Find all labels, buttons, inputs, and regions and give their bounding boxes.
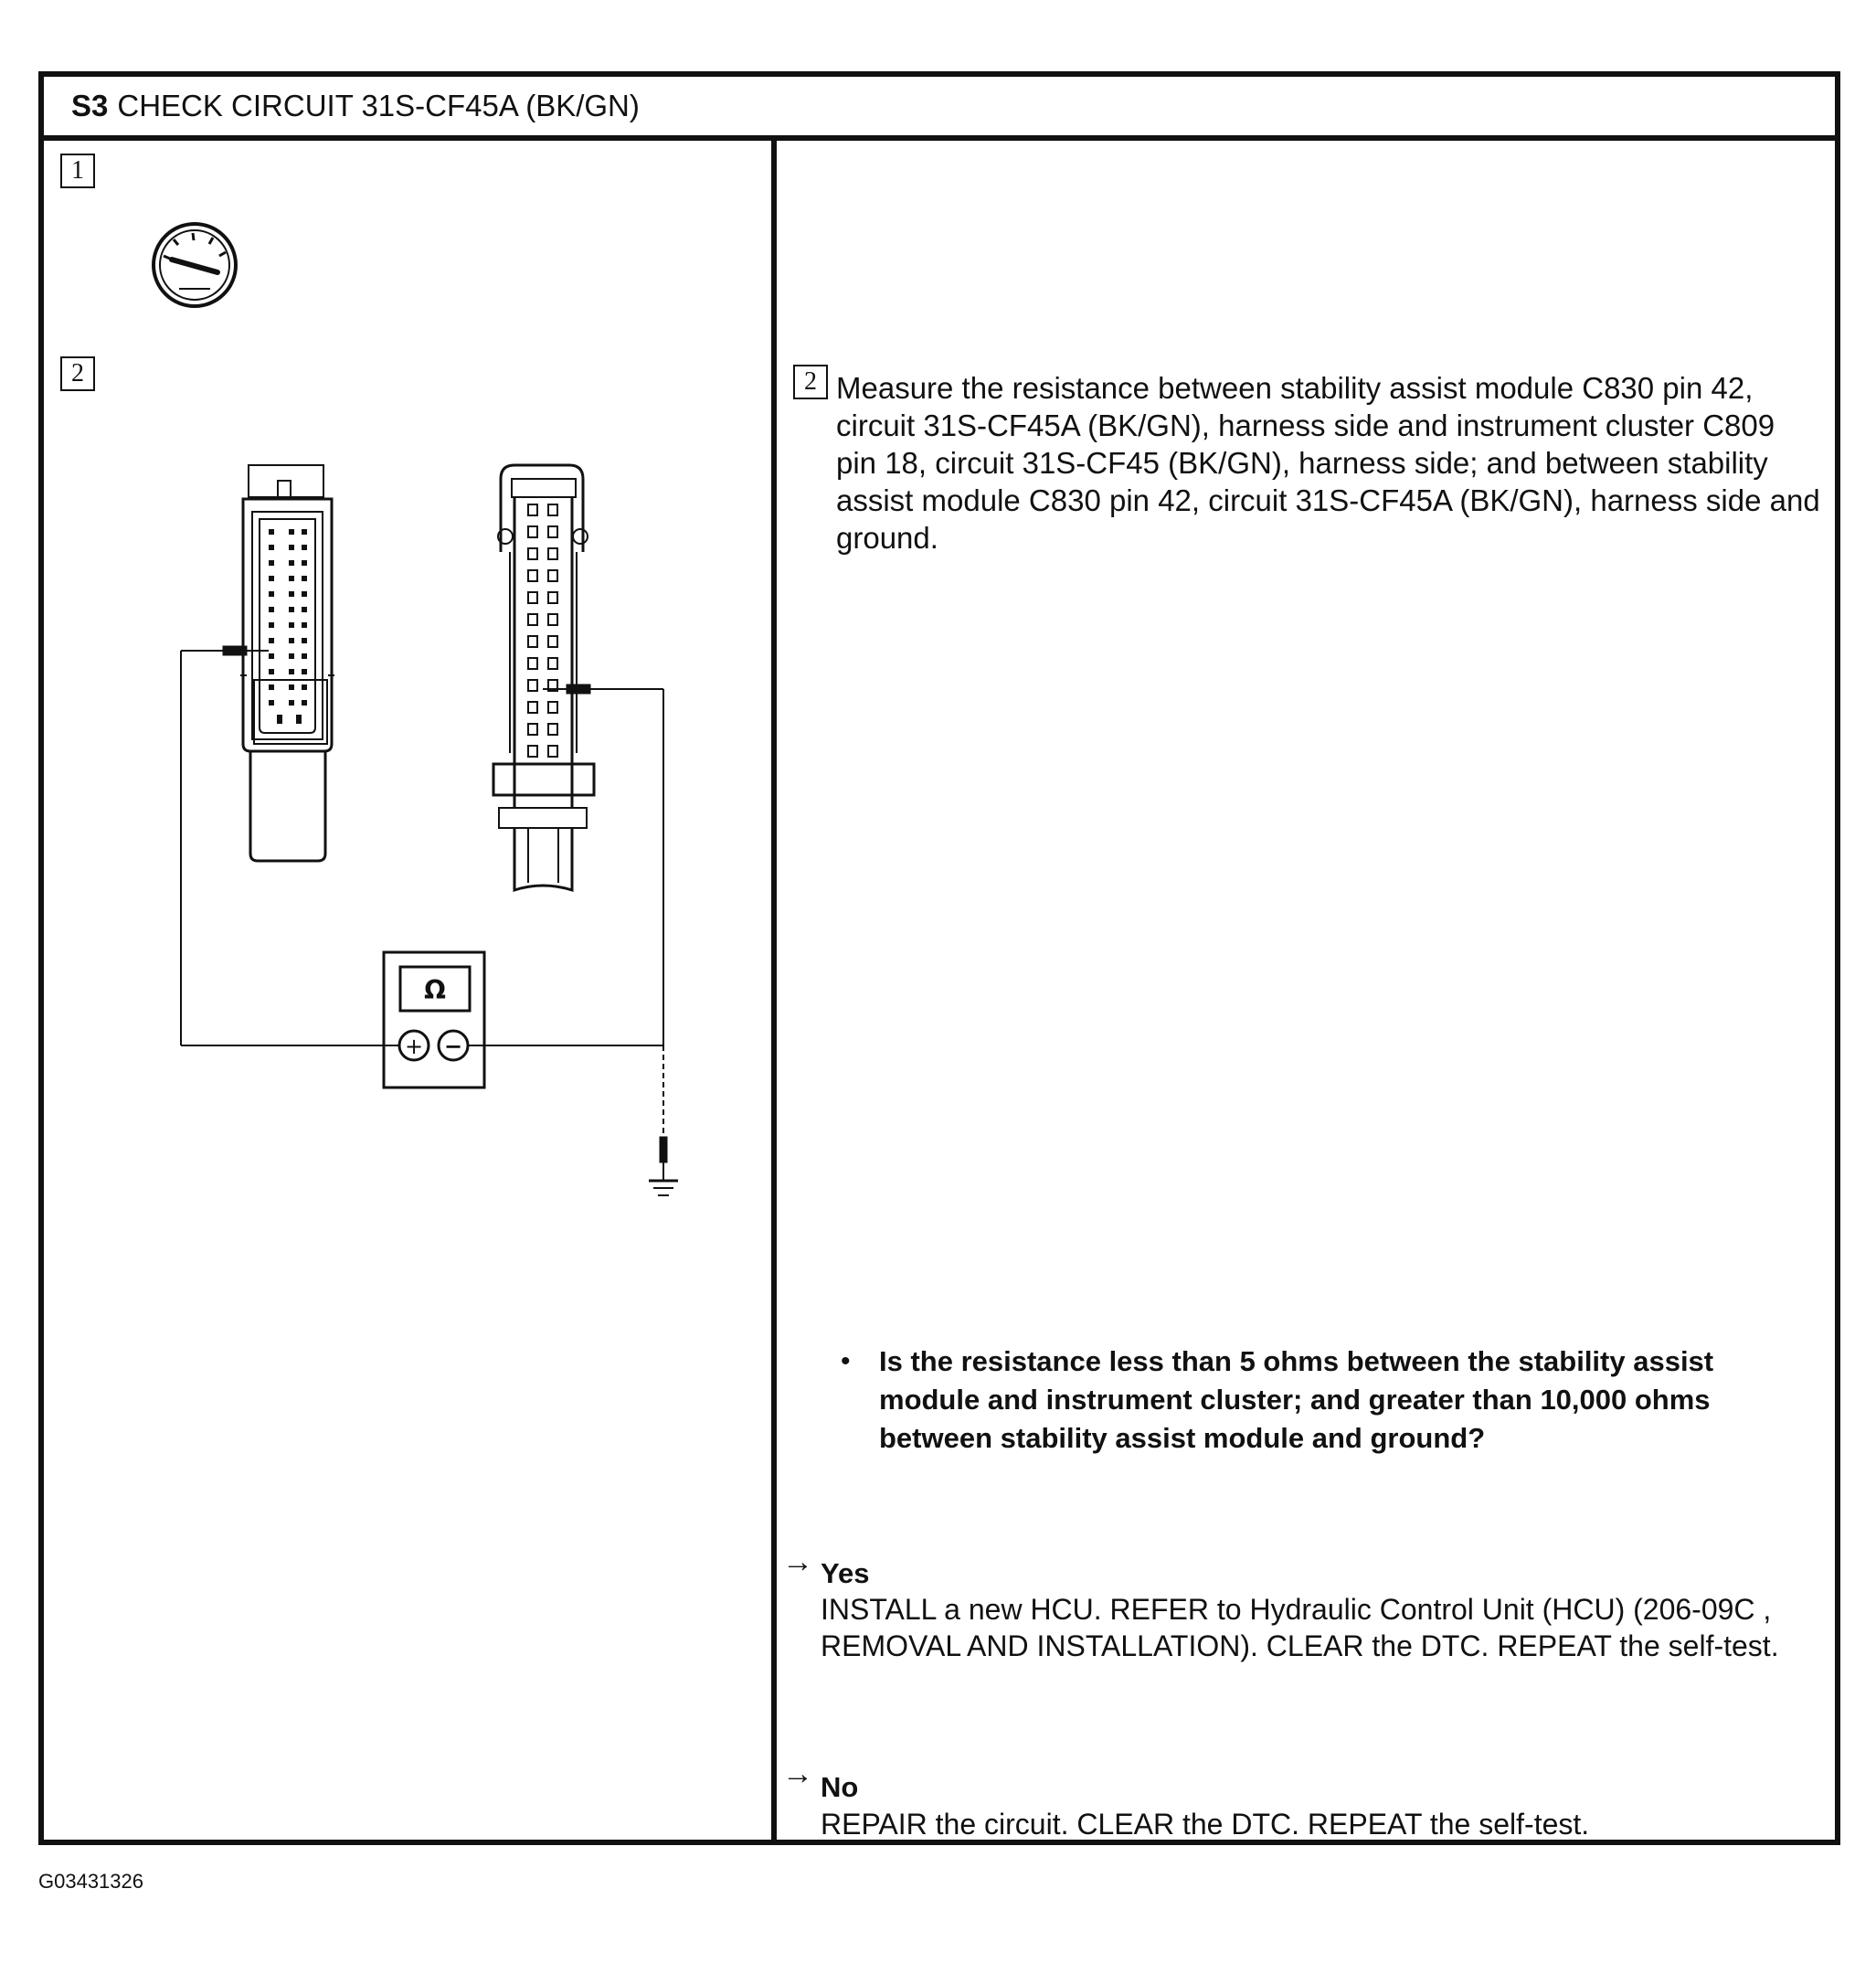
connector-c830-icon <box>240 464 334 863</box>
right-panel: 2 Measure the resistance between stabili… <box>777 141 1835 1841</box>
yes-arrow: → <box>782 1544 813 1579</box>
resistance-question: Is the resistance less than 5 ohms betwe… <box>879 1345 1714 1454</box>
question-bullet: • <box>841 1346 851 1376</box>
step-title-text: CHECK CIRCUIT 31S-CF45A (BK/GN) <box>117 89 640 122</box>
connector-c809-pins <box>527 504 558 758</box>
connector-c830-pins <box>269 529 307 724</box>
yes-action-text: INSTALL a new HCU. REFER to Hydraulic Co… <box>821 1593 1779 1662</box>
step-id: S3 <box>71 89 109 122</box>
measure-instruction: Measure the resistance between stability… <box>836 371 1820 555</box>
ohmmeter-icon: Ω + − <box>382 950 486 1089</box>
no-label: No <box>821 1771 859 1803</box>
wiring-diagram: Ω + − <box>152 222 678 1196</box>
probe-lead-negative <box>468 684 664 1151</box>
step-2-number-right: 2 <box>793 365 828 399</box>
step-1-number: 1 <box>60 154 95 188</box>
minus-terminal-symbol: − <box>444 1034 462 1059</box>
ground-icon <box>649 1136 678 1196</box>
figure-id: G03431326 <box>38 1870 143 1893</box>
step-2-number-left: 2 <box>60 356 95 391</box>
probe-lead-positive <box>180 645 398 1046</box>
connector-c809-icon <box>492 463 596 893</box>
no-arrow: → <box>782 1756 813 1791</box>
no-action-text: REPAIR the circuit. CLEAR the DTC. REPEA… <box>821 1808 1590 1841</box>
ignition-gauge-icon <box>152 222 238 308</box>
plus-terminal-symbol: + <box>405 1034 423 1059</box>
ohm-symbol: Ω <box>424 975 446 1005</box>
yes-label: Yes <box>821 1557 870 1589</box>
column-divider <box>771 141 777 1840</box>
